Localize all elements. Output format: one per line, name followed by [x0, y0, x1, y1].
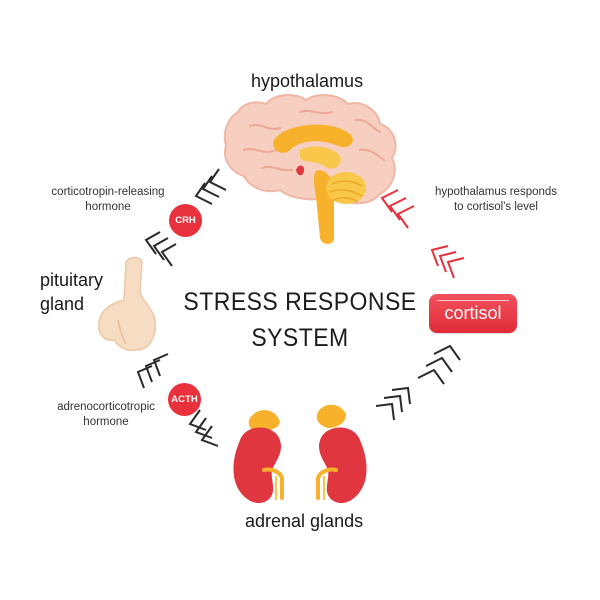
cortisol-arrow-bottom: [375, 386, 411, 421]
pituitary-illustration: [98, 256, 156, 352]
acth-description-line2: hormone: [83, 416, 129, 428]
feedback-description: hypothalamus responds to cortisol's leve…: [416, 185, 576, 215]
crh-description-line2: hormone: [85, 201, 131, 213]
diagram-title-line2: SYSTEM: [251, 324, 349, 352]
feedback-arrow-top: [380, 189, 415, 229]
acth-arrow-bottom: [188, 409, 219, 447]
pituitary-label-line1: pituitary: [40, 270, 104, 290]
acth-description-line1: adrenocorticotropic: [57, 401, 155, 413]
crh-arrow-top: [194, 168, 227, 205]
cortisol-arrow-mid: [417, 344, 461, 385]
left-kidney-illustration: [233, 410, 284, 504]
cortisol-pill: cortisol: [429, 294, 517, 333]
pituitary-label-line2: gland: [40, 294, 85, 314]
diagram-title-line1: STRESS RESPONSE: [183, 288, 417, 316]
brain-illustration: [223, 94, 397, 244]
feedback-description-line1: hypothalamus responds: [434, 186, 558, 198]
adrenal-label: adrenal glands: [245, 511, 364, 531]
feedback-description-line2: to cortisol's level: [453, 201, 538, 213]
acth-description: adrenocorticotropic hormone: [26, 400, 186, 430]
diagram-title: STRESS RESPONSE SYSTEM: [180, 284, 419, 356]
pituitary-label: pituitary gland: [40, 268, 103, 316]
acth-arrow-top: [136, 353, 169, 389]
right-kidney-illustration: [316, 404, 367, 504]
acth-badge: ACTH: [168, 383, 201, 416]
crh-description: corticotropin-releasing hormone: [28, 185, 188, 215]
feedback-arrow-bottom: [430, 245, 465, 279]
crh-description-line1: corticotropin-releasing: [51, 186, 165, 198]
crh-badge: CRH: [169, 204, 202, 237]
hypothalamus-label: hypothalamus: [251, 71, 364, 91]
crh-arrow-bottom: [144, 231, 177, 267]
